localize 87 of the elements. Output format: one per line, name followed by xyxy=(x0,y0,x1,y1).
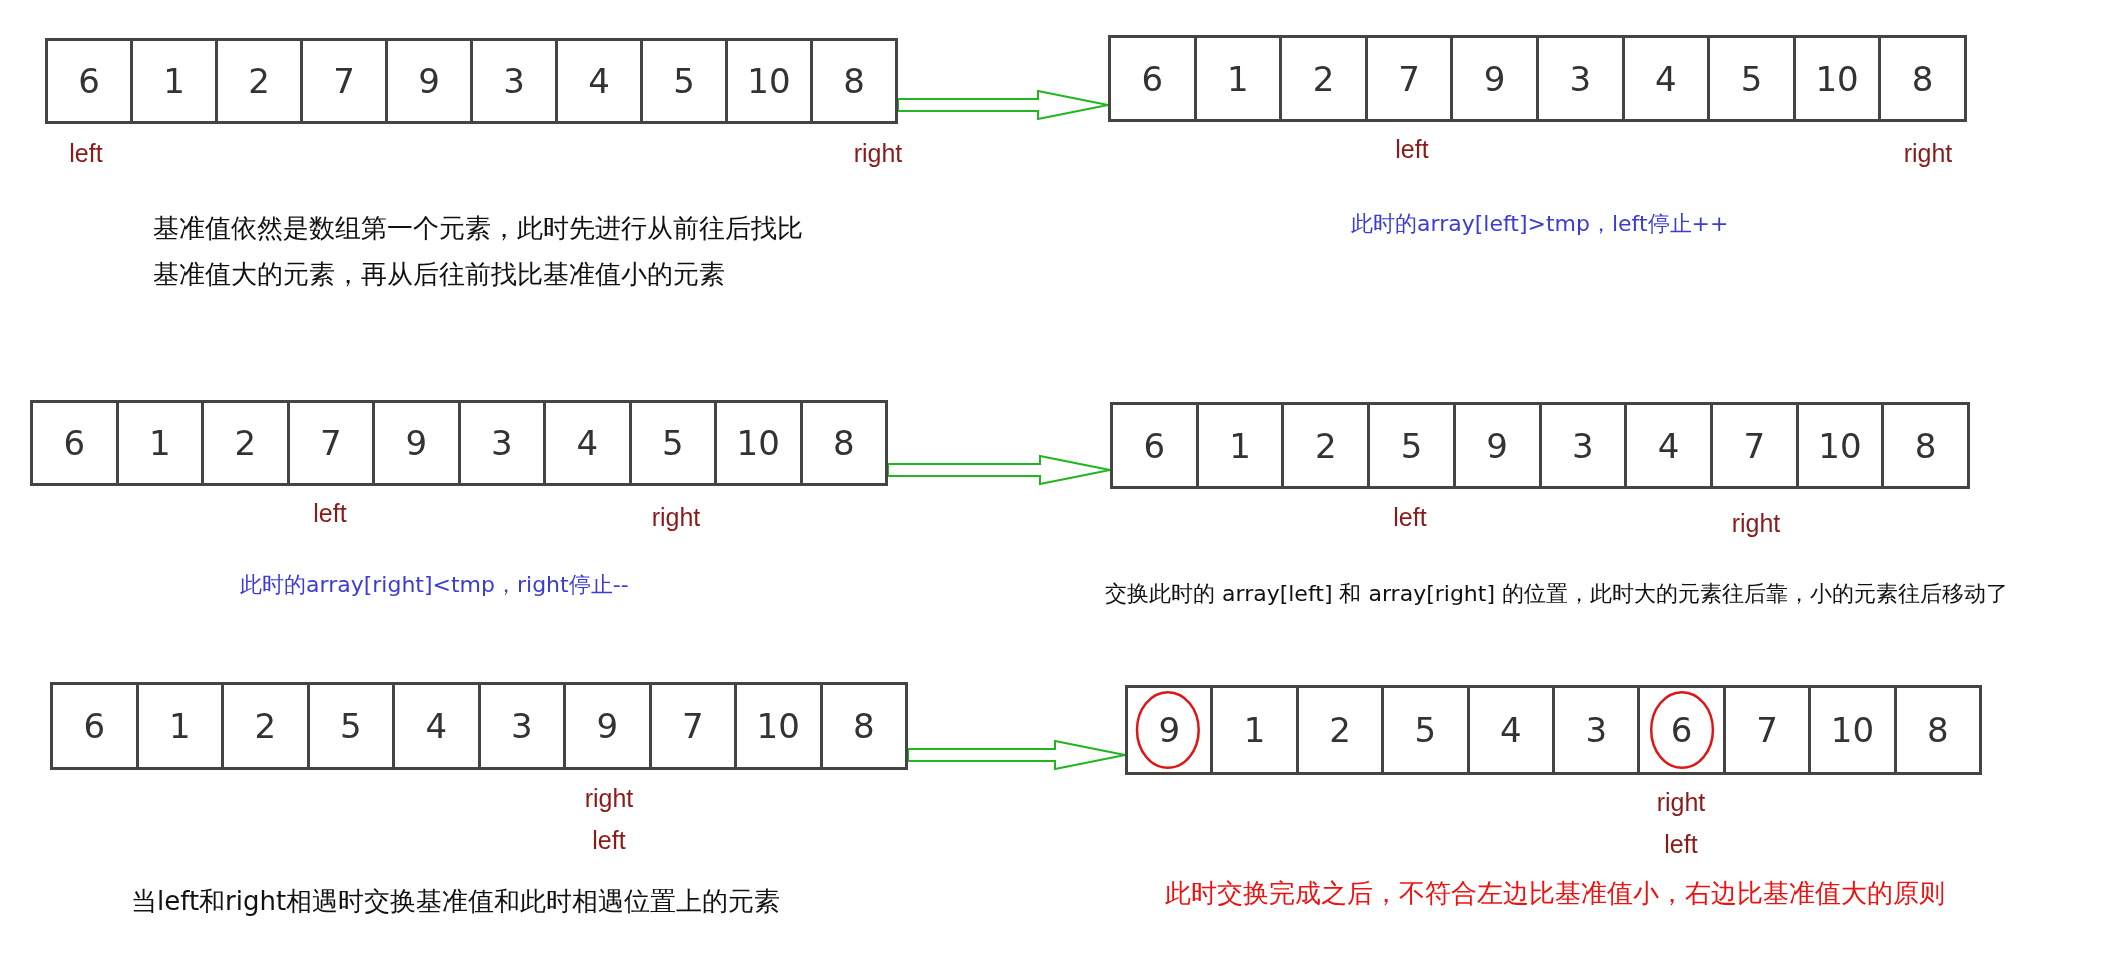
array-box xyxy=(30,400,888,486)
array-cell: 1 xyxy=(1213,688,1299,772)
note-text: 交换此时的 array[left] 和 array[right] 的位置，此时大的元素往后靠，小的元素往后移动了 xyxy=(1105,580,2008,608)
pointer-label: right xyxy=(584,783,634,813)
array-cell: 4 xyxy=(1627,405,1713,486)
array-cell: 1 xyxy=(138,685,224,767)
note-text: 此时的array[left]>tmp，left停止++ xyxy=(1351,210,1729,238)
array-box xyxy=(45,38,898,124)
arrow xyxy=(897,89,1109,121)
array-cell: 7 xyxy=(1725,688,1812,772)
array-cell: 8 xyxy=(1896,688,1980,772)
pointer-label: right xyxy=(1656,787,1706,817)
array-box xyxy=(1108,35,1967,122)
array-cell: 1 xyxy=(118,403,204,483)
array-cell: 6 xyxy=(33,403,119,483)
pointer-label: left xyxy=(1393,502,1427,532)
array-box xyxy=(1110,402,1970,489)
array-cell: 10 xyxy=(1798,405,1885,486)
array-cell: 6 xyxy=(1113,405,1199,486)
pointer-label: left xyxy=(69,138,103,168)
array-cell: 10 xyxy=(717,403,803,483)
array-cell: 9 xyxy=(375,403,461,483)
arrow xyxy=(907,739,1126,771)
array-cell: 1 xyxy=(133,41,218,121)
array-cell: 3 xyxy=(1555,688,1641,772)
array-cell: 2 xyxy=(1298,688,1385,772)
note-text: 此时交换完成之后，不符合左边比基准值小，右边比基准值大的原则 xyxy=(1165,876,1945,910)
array-cell: 5 xyxy=(1710,38,1796,119)
array-cell: 3 xyxy=(1538,38,1625,119)
array-cell: 5 xyxy=(309,685,395,767)
array-cell: 10 xyxy=(1795,38,1882,119)
array-cell: 9 xyxy=(1453,38,1539,119)
array-cell: 9 xyxy=(388,41,473,121)
pointer-label: right xyxy=(651,502,701,532)
array-cell: 4 xyxy=(546,403,632,483)
array-cell: 8 xyxy=(802,403,885,483)
array-cell: 2 xyxy=(1282,38,1368,119)
array-cell: 10 xyxy=(1811,688,1897,772)
array-cell: 5 xyxy=(631,403,717,483)
array-cell: 10 xyxy=(728,41,813,121)
array-cell: 6 xyxy=(53,685,139,767)
array-cell: 9 xyxy=(566,685,652,767)
array-cell: 3 xyxy=(460,403,546,483)
array-cell: 6 xyxy=(1111,38,1197,119)
array-cell: 9 xyxy=(1128,688,1214,772)
array-box xyxy=(1125,685,1982,775)
array-cell: 5 xyxy=(643,41,728,121)
array-cell: 4 xyxy=(1624,38,1711,119)
array-cell: 8 xyxy=(1884,405,1968,486)
array-cell: 7 xyxy=(651,685,737,767)
array-cell: 2 xyxy=(218,41,303,121)
array-cell: 4 xyxy=(1469,688,1556,772)
pointer-label: right xyxy=(1731,508,1781,538)
pointer-label: right xyxy=(853,138,903,168)
array-cell: 5 xyxy=(1370,405,1456,486)
note-text: 当left和right相遇时交换基准值和此时相遇位置上的元素 xyxy=(131,884,781,918)
array-cell: 4 xyxy=(395,685,481,767)
array-cell: 8 xyxy=(1881,38,1964,119)
pointer-label: left xyxy=(1664,829,1698,859)
array-cell: 6 xyxy=(48,41,133,121)
array-cell: 3 xyxy=(473,41,558,121)
array-cell: 7 xyxy=(1712,405,1799,486)
array-cell: 4 xyxy=(558,41,643,121)
array-cell: 2 xyxy=(1284,405,1371,486)
array-cell: 7 xyxy=(303,41,388,121)
array-cell: 2 xyxy=(204,403,290,483)
array-cell: 10 xyxy=(737,685,823,767)
array-cell: 8 xyxy=(822,685,905,767)
pointer-label: left xyxy=(1395,134,1429,164)
arrow xyxy=(887,454,1111,486)
pointer-label: left xyxy=(313,498,347,528)
array-cell: 7 xyxy=(1367,38,1454,119)
array-cell: 6 xyxy=(1640,688,1726,772)
array-cell: 5 xyxy=(1384,688,1470,772)
array-cell: 1 xyxy=(1198,405,1285,486)
pointer-label: right xyxy=(1903,138,1953,168)
array-cell: 2 xyxy=(224,685,310,767)
array-cell: 7 xyxy=(289,403,375,483)
pointer-label: left xyxy=(592,825,626,855)
note-text: 基准值依然是数组第一个元素，此时先进行从前往后找比基准值大的元素，再从后往前找比基准值小的元素 xyxy=(153,212,804,291)
array-cell: 8 xyxy=(813,41,895,121)
array-cell: 1 xyxy=(1196,38,1283,119)
array-cell: 3 xyxy=(480,685,566,767)
note-text: 此时的array[right]<tmp，right停止-- xyxy=(240,571,629,599)
array-cell: 9 xyxy=(1455,405,1542,486)
array-box xyxy=(50,682,908,770)
array-cell: 3 xyxy=(1541,405,1628,486)
